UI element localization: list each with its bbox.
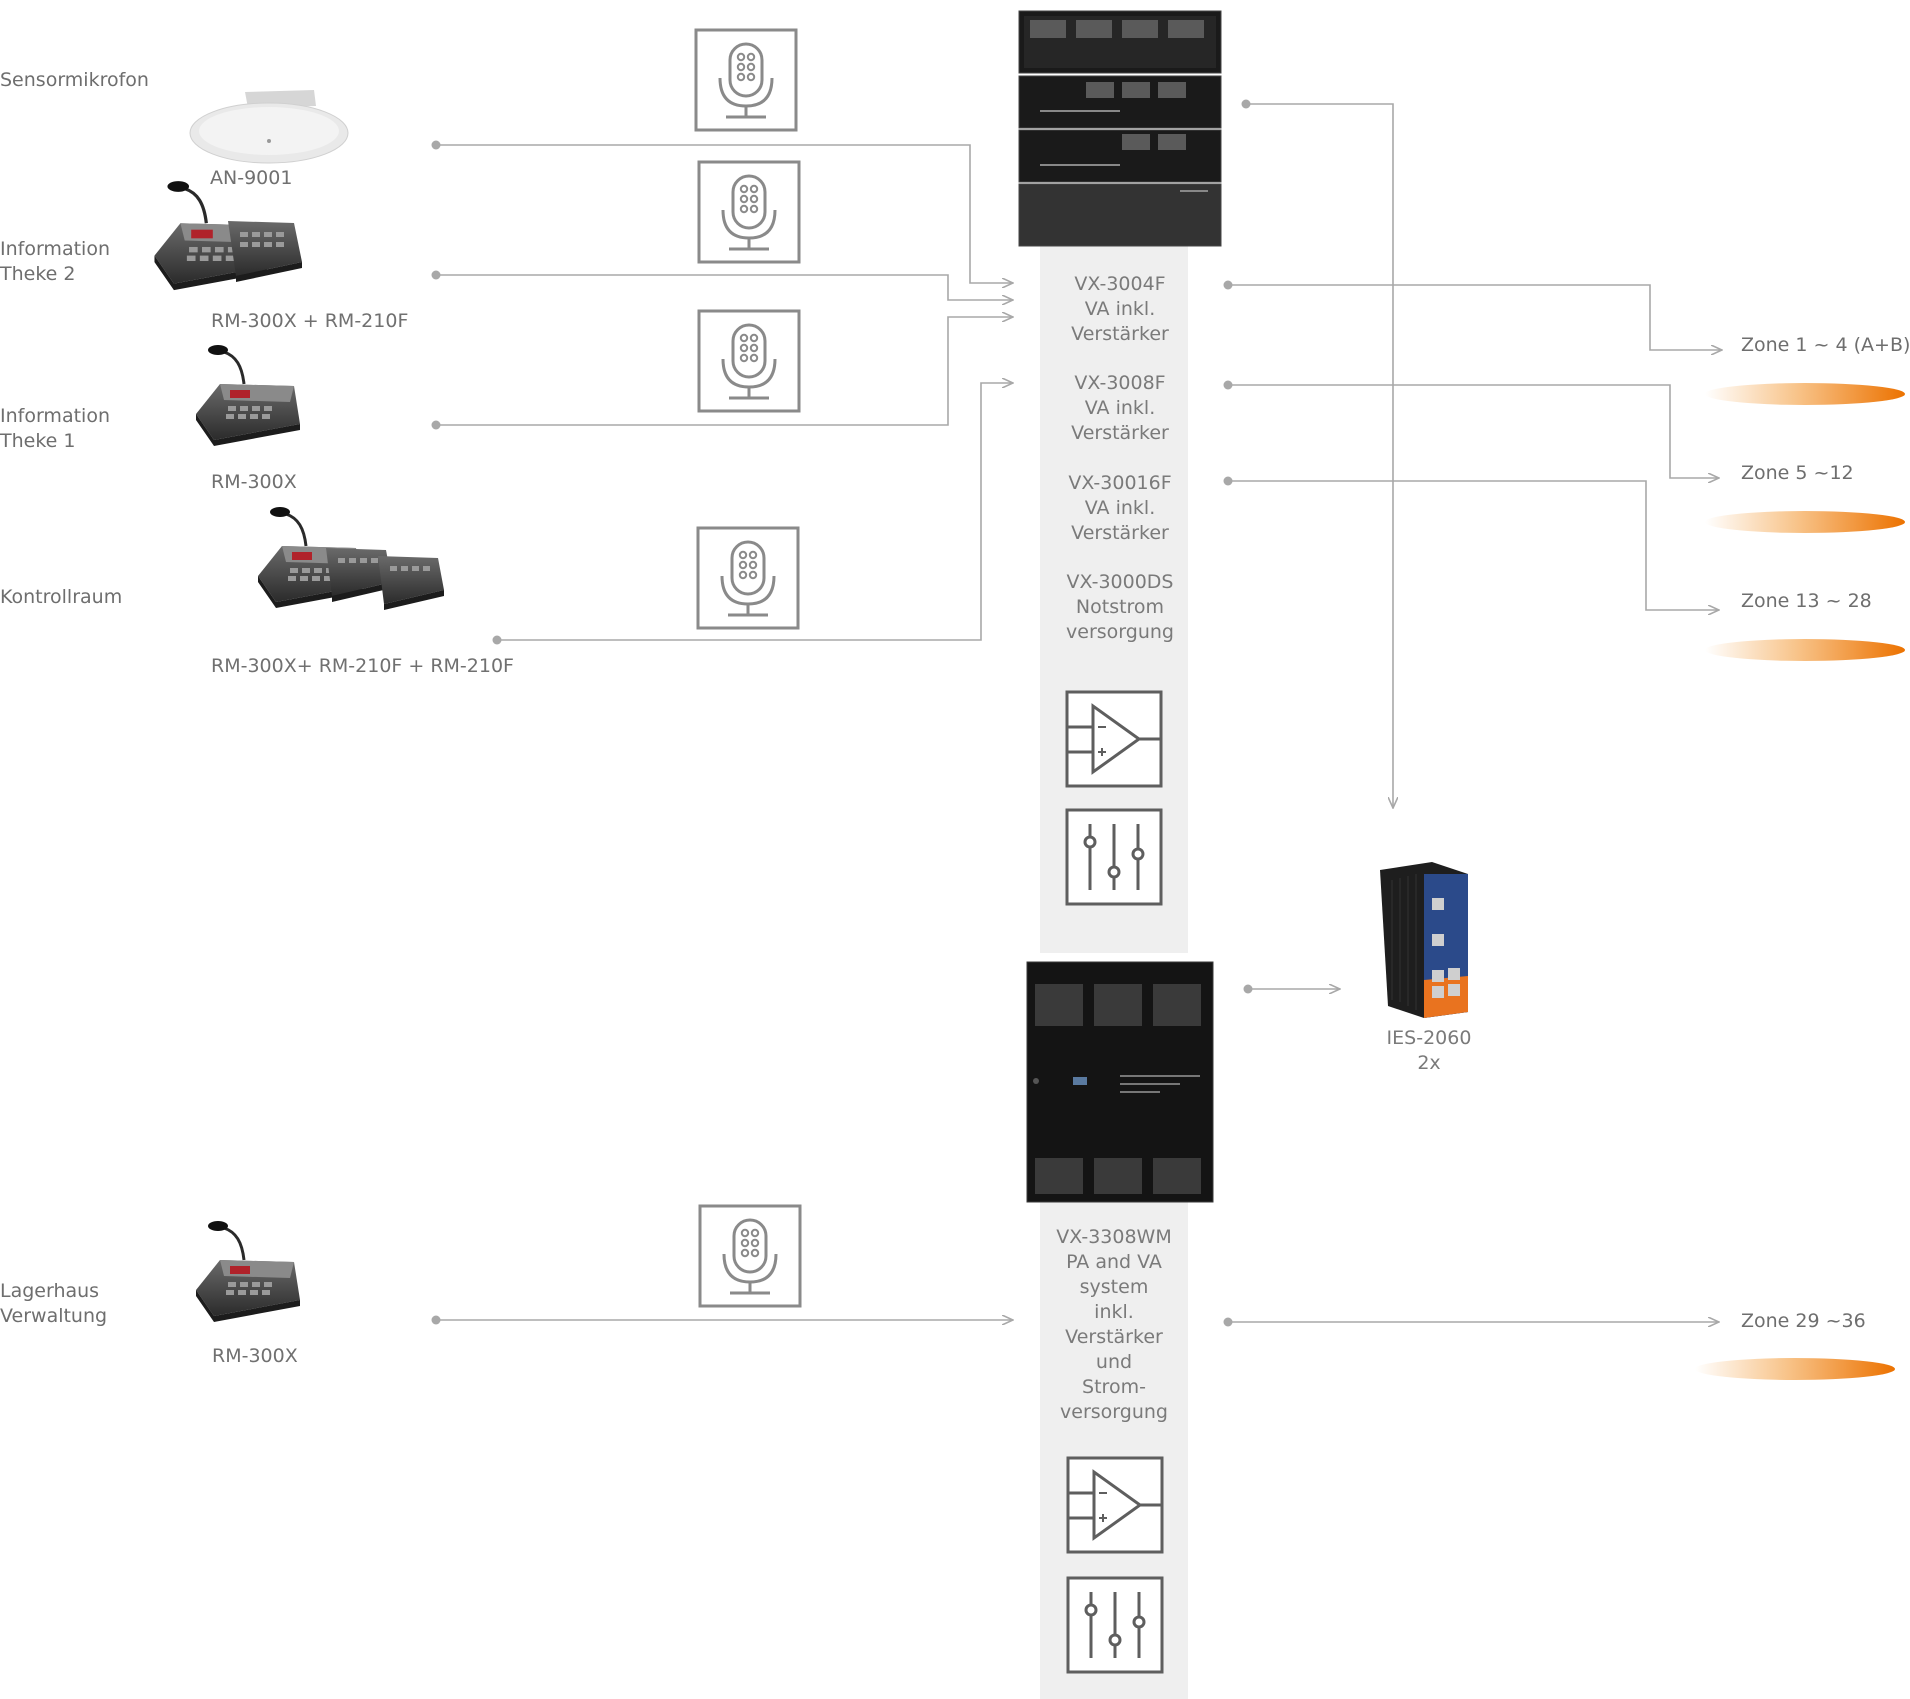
zone-speaker	[1705, 383, 1905, 405]
zone-speaker	[1705, 639, 1905, 661]
line-theke-2	[436, 274, 1013, 300]
microphone-icon	[696, 526, 800, 630]
line-zone-5-12	[1228, 384, 1719, 478]
rack-unit	[1018, 10, 1222, 247]
call-station	[256, 505, 444, 610]
zone-label: Zone 1 ~ 4 (A+B)	[1741, 334, 1910, 356]
amplifier-icon	[1066, 1456, 1164, 1554]
device-label: RM-300X	[212, 1345, 298, 1367]
location-label: Kontrollraum	[0, 586, 123, 608]
mixer-icon	[1066, 1576, 1164, 1674]
amplifier-icon	[1065, 690, 1163, 788]
line-zone-1-4	[1228, 284, 1722, 350]
microphone-icon	[698, 1204, 802, 1308]
line-kontrollraum	[497, 383, 1013, 641]
call-station	[194, 1219, 302, 1324]
microphone-icon	[697, 160, 801, 264]
ceiling-speaker	[189, 90, 349, 164]
line-theke-1	[436, 317, 1013, 426]
location-label: Sensormikrofon	[0, 69, 149, 91]
zone-speaker	[1705, 511, 1905, 533]
mixer-icon	[1065, 808, 1163, 906]
zone-speaker	[1695, 1358, 1895, 1380]
line-rack-to-switch	[1246, 103, 1393, 808]
zone-label: Zone 29 ~36	[1741, 1310, 1866, 1332]
device-label: AN-9001	[210, 167, 293, 189]
call-station	[194, 343, 302, 448]
wall-unit	[1026, 961, 1214, 1203]
zone-label: Zone 13 ~ 28	[1741, 590, 1872, 612]
zone-label: Zone 5 ~12	[1741, 462, 1854, 484]
device-label: RM-300X	[211, 471, 297, 493]
microphone-icon	[694, 28, 798, 132]
device-label: RM-300X + RM-210F	[211, 310, 409, 332]
call-station	[152, 179, 302, 292]
line-zone-13-28	[1228, 480, 1719, 610]
line-sensormikrofon	[436, 144, 1013, 283]
device-label: RM-300X+ RM-210F + RM-210F	[211, 655, 514, 677]
microphone-icon	[697, 309, 801, 413]
network-switch	[1380, 862, 1468, 1018]
